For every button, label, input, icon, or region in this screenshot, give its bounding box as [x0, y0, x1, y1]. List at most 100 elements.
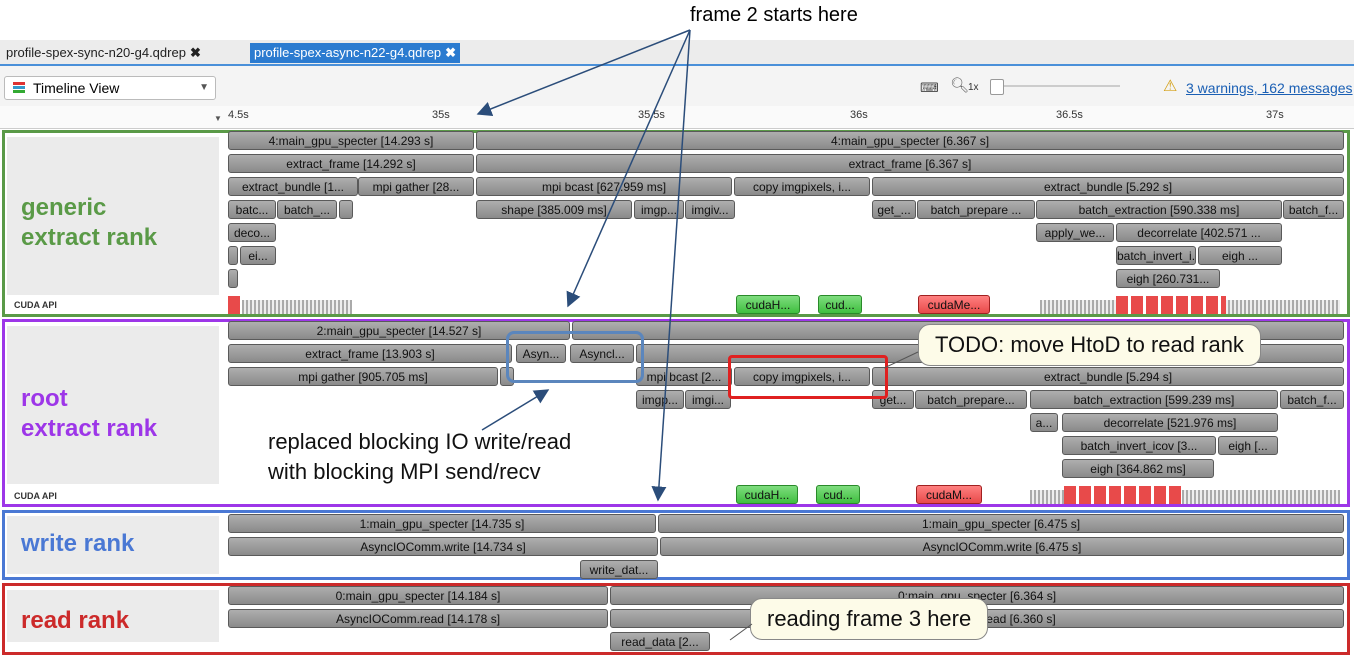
bar-extract-frame[interactable]: extract_frame [14.292 s]: [228, 154, 474, 173]
bar-mpi-bcast[interactable]: mpi bcast [2...: [636, 367, 732, 386]
bar-extract-bundle[interactable]: extract_bundle [5.292 s]: [872, 177, 1344, 196]
row-label-text: generic extract rank: [21, 194, 158, 251]
bar-imgiv[interactable]: imgiv...: [685, 200, 735, 219]
bar-main-gpu-specter[interactable]: 2:main_gpu_specter [14.527 s]: [228, 321, 570, 340]
bar-shape[interactable]: shape [385.009 ms]: [476, 200, 632, 219]
bar-batch-invert[interactable]: batch_invert_i...: [1116, 246, 1196, 265]
view-selector-label: Timeline View: [33, 80, 120, 96]
cuda-activity: [1064, 486, 1182, 504]
arrow-to-write-frame2: [651, 29, 691, 502]
bar-eigh[interactable]: eigh [260.731...: [1116, 269, 1220, 288]
bar-mpi-gather[interactable]: mpi gather [905.705 ms]: [228, 367, 498, 386]
bar-main-gpu-specter[interactable]: 1:main_gpu_specter [14.735 s]: [228, 514, 656, 533]
bar-cuda[interactable]: cud...: [816, 485, 860, 504]
zoom-slider-thumb[interactable]: [990, 79, 1004, 95]
cuda-activity: [1116, 296, 1226, 314]
bar-write-data[interactable]: write_dat...: [580, 560, 658, 579]
timeline-icon: [13, 82, 25, 94]
bar-eigh[interactable]: eigh ...: [1198, 246, 1282, 265]
bar-deco[interactable]: deco...: [228, 223, 276, 242]
bar-imgi[interactable]: imgi...: [685, 390, 731, 409]
bar-asyncio[interactable]: Asyn...: [516, 344, 566, 363]
annotation-blocking-line2: with blocking MPI send/recv: [268, 459, 541, 484]
bar-batch-f[interactable]: batch_f...: [1283, 200, 1344, 219]
bar-read-data[interactable]: read_data [2...: [610, 632, 710, 651]
bar-get[interactable]: get_...: [872, 200, 916, 219]
tab-label: profile-spex-sync-n20-g4.qdrep: [6, 45, 186, 60]
ruler-tick-label: 36.5s: [1056, 109, 1083, 121]
bar-cuda-htod[interactable]: cudaH...: [736, 485, 798, 504]
bar-batch[interactable]: batc...: [228, 200, 276, 219]
bar-extract-frame[interactable]: extract_frame [13.903 s]: [228, 344, 512, 363]
bar-cuda-htod[interactable]: cudaH...: [736, 295, 800, 314]
cuda-api-label: CUDA API: [14, 491, 57, 501]
bar-batch-invert-icov[interactable]: batch_invert_icov [3...: [1062, 436, 1216, 455]
close-icon[interactable]: ✖: [445, 45, 457, 60]
bar-eigh[interactable]: eigh [...: [1218, 436, 1278, 455]
bar-small[interactable]: [228, 246, 238, 265]
row-label-text: root extract rank: [21, 385, 158, 442]
bar-extract-bundle[interactable]: extract_bundle [5.294 s]: [872, 367, 1344, 386]
bar-asyncio[interactable]: Asyncl...: [570, 344, 634, 363]
view-selector[interactable]: Timeline View ▼: [4, 76, 216, 100]
bar-small[interactable]: [339, 200, 353, 219]
bar-extract-frame[interactable]: extract_frame [6.367 s]: [476, 154, 1344, 173]
bar-batch-extraction[interactable]: batch_extraction [599.239 ms]: [1030, 390, 1278, 409]
bar-small[interactable]: [228, 269, 238, 288]
bar-a[interactable]: a...: [1030, 413, 1058, 432]
bar-main-gpu-specter[interactable]: 0:main_gpu_specter [14.184 s]: [228, 586, 608, 605]
chevron-down-icon: ▼: [199, 82, 209, 93]
tab-sync-profile[interactable]: profile-spex-sync-n20-g4.qdrep✖: [2, 43, 205, 63]
bar-imgp[interactable]: imgp...: [634, 200, 684, 219]
warning-icon: ⚠: [1163, 78, 1178, 95]
callout-todo: TODO: move HtoD to read rank: [918, 324, 1261, 366]
bar-cuda-memcpy[interactable]: cudaMe...: [918, 295, 990, 314]
bar-eigh[interactable]: eigh [364.862 ms]: [1062, 459, 1214, 478]
bar-asyncio-read[interactable]: AsyncIOComm.read [14.178 s]: [228, 609, 608, 628]
arrow-to-generic-frame2: [476, 29, 691, 116]
bar-copy-imgpixels[interactable]: copy imgpixels, i...: [734, 367, 870, 386]
zoom-level: 1x: [968, 82, 979, 93]
bar-batch-prepare[interactable]: batch_prepare...: [915, 390, 1027, 409]
ruler-tick-label: 35s: [432, 109, 450, 121]
time-ruler: ▼ 4.5s 35s 35.5s 36s 36.5s 37s: [0, 106, 1354, 129]
bar-mpi-bcast[interactable]: mpi bcast [627.959 ms]: [476, 177, 732, 196]
bar-batch-f[interactable]: batch_f...: [1280, 390, 1344, 409]
bar-main-gpu-specter[interactable]: 1:main_gpu_specter [6.475 s]: [658, 514, 1344, 533]
bar-cuda[interactable]: cud...: [818, 295, 862, 314]
bar-asyncio-write[interactable]: AsyncIOComm.write [6.475 s]: [660, 537, 1344, 556]
bar-apply-we[interactable]: apply_we...: [1036, 223, 1114, 242]
panel-root-extract-rank: [2, 319, 1350, 507]
bar-extract-bundle[interactable]: extract_bundle [1...: [228, 177, 358, 196]
bar-mpi-gather[interactable]: mpi gather [28...: [358, 177, 474, 196]
bar-imgp[interactable]: imgp...: [636, 390, 684, 409]
bar-decorrelate[interactable]: decorrelate [521.976 ms]: [1062, 413, 1278, 432]
keyboard-icon[interactable]: ⌨: [920, 80, 939, 95]
cuda-activity: [228, 296, 240, 314]
arrow-to-root-frame2: [566, 29, 691, 308]
tab-async-profile[interactable]: profile-spex-async-n22-g4.qdrep✖: [250, 43, 461, 63]
bar-batch[interactable]: batch_...: [277, 200, 337, 219]
bar-main-gpu-specter[interactable]: 4:main_gpu_specter [14.293 s]: [228, 131, 474, 150]
bar-batch-prepare[interactable]: batch_prepare ...: [917, 200, 1035, 219]
ruler-tick-label: 4.5s: [228, 109, 249, 121]
zoom-icon[interactable]: 🔍︎: [950, 77, 970, 94]
highlight-htod-copy: [728, 355, 888, 399]
ruler-tick-label: 37s: [1266, 109, 1284, 121]
chevron-down-icon[interactable]: ▼: [214, 114, 222, 123]
row-label-root: root extract rank: [7, 326, 219, 484]
tab-bar: profile-spex-sync-n20-g4.qdrep✖ profile-…: [0, 40, 1354, 66]
bar-cuda-memcpy[interactable]: cudaM...: [916, 485, 982, 504]
close-icon[interactable]: ✖: [189, 45, 201, 60]
bar-main-gpu-specter[interactable]: 4:main_gpu_specter [6.367 s]: [476, 131, 1344, 150]
bar-batch-extraction[interactable]: batch_extraction [590.338 ms]: [1036, 200, 1282, 219]
bar-decorrelate[interactable]: decorrelate [402.571 ...: [1116, 223, 1282, 242]
row-label-read: read rank: [7, 590, 219, 642]
bar-ei[interactable]: ei...: [240, 246, 276, 265]
highlight-async-comm: [506, 331, 644, 383]
zoom-slider[interactable]: [990, 79, 1122, 95]
warnings-link[interactable]: 3 warnings, 162 messages: [1186, 80, 1353, 96]
bar-copy-imgpixels[interactable]: copy imgpixels, i...: [734, 177, 870, 196]
bar-asyncio-write[interactable]: AsyncIOComm.write [14.734 s]: [228, 537, 658, 556]
